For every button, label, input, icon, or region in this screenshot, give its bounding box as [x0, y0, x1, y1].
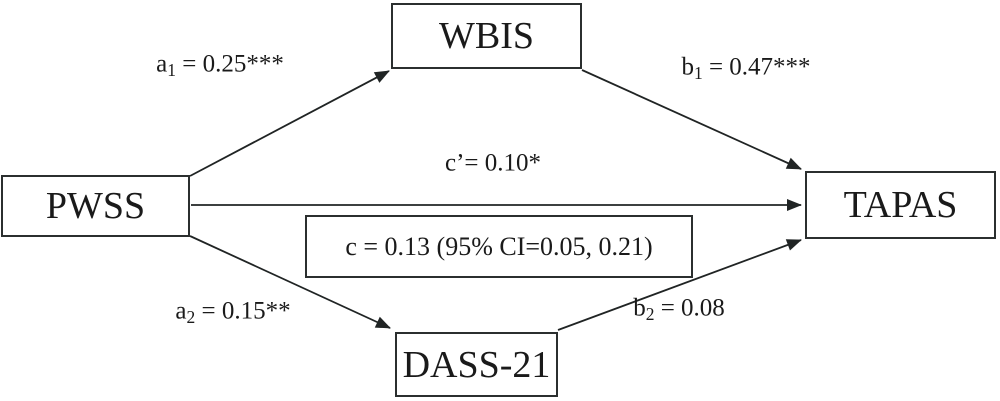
path-a2-base: a	[175, 297, 187, 325]
arrow-b1-wbis-to-tapas	[581, 69, 802, 170]
path-b2-value: = 0.08	[654, 294, 725, 322]
total-effect-box: c = 0.13 (95% CI=0.05, 0.21)	[305, 215, 693, 278]
node-pwss-label: PWSS	[45, 185, 146, 227]
arrow-a1-pwss-to-wbis	[189, 70, 390, 177]
path-a1-value: = 0.25***	[176, 50, 284, 78]
node-pwss: PWSS	[1, 175, 190, 237]
path-cprime-label: c’= 0.10*	[445, 151, 541, 176]
path-b2-base: b	[633, 294, 646, 322]
path-a2-label: a2 = 0.15**	[175, 297, 291, 327]
total-effect-text: c = 0.13 (95% CI=0.05, 0.21)	[345, 231, 653, 261]
path-a1-subscript: 1	[167, 59, 176, 80]
path-b1-label: b1 = 0.47***	[681, 53, 811, 83]
node-wbis: WBIS	[391, 3, 582, 69]
path-a1-label: a1 = 0.25***	[156, 50, 284, 80]
path-b1-value: = 0.47***	[702, 53, 811, 81]
path-b2-label: b2 = 0.08	[633, 294, 725, 324]
path-cprime-value: = 0.10*	[464, 149, 542, 177]
path-b2-subscript: 2	[645, 303, 655, 324]
path-a2-subscript: 2	[186, 306, 196, 327]
arrow-a2-pwss-to-dass21	[189, 235, 391, 329]
node-dass21: DASS-21	[395, 332, 558, 397]
arrow-b2-dass21-to-tapas	[557, 239, 802, 331]
path-a2-value: = 0.15**	[195, 297, 291, 325]
path-b1-base: b	[681, 53, 694, 81]
node-tapas-label: TAPAS	[843, 184, 958, 226]
node-dass21-label: DASS-21	[402, 343, 551, 386]
path-cprime-base: c’	[444, 149, 465, 177]
node-tapas: TAPAS	[805, 171, 996, 239]
node-wbis-label: WBIS	[439, 15, 534, 57]
path-a1-base: a	[156, 50, 168, 78]
path-b1-subscript: 1	[693, 62, 703, 83]
